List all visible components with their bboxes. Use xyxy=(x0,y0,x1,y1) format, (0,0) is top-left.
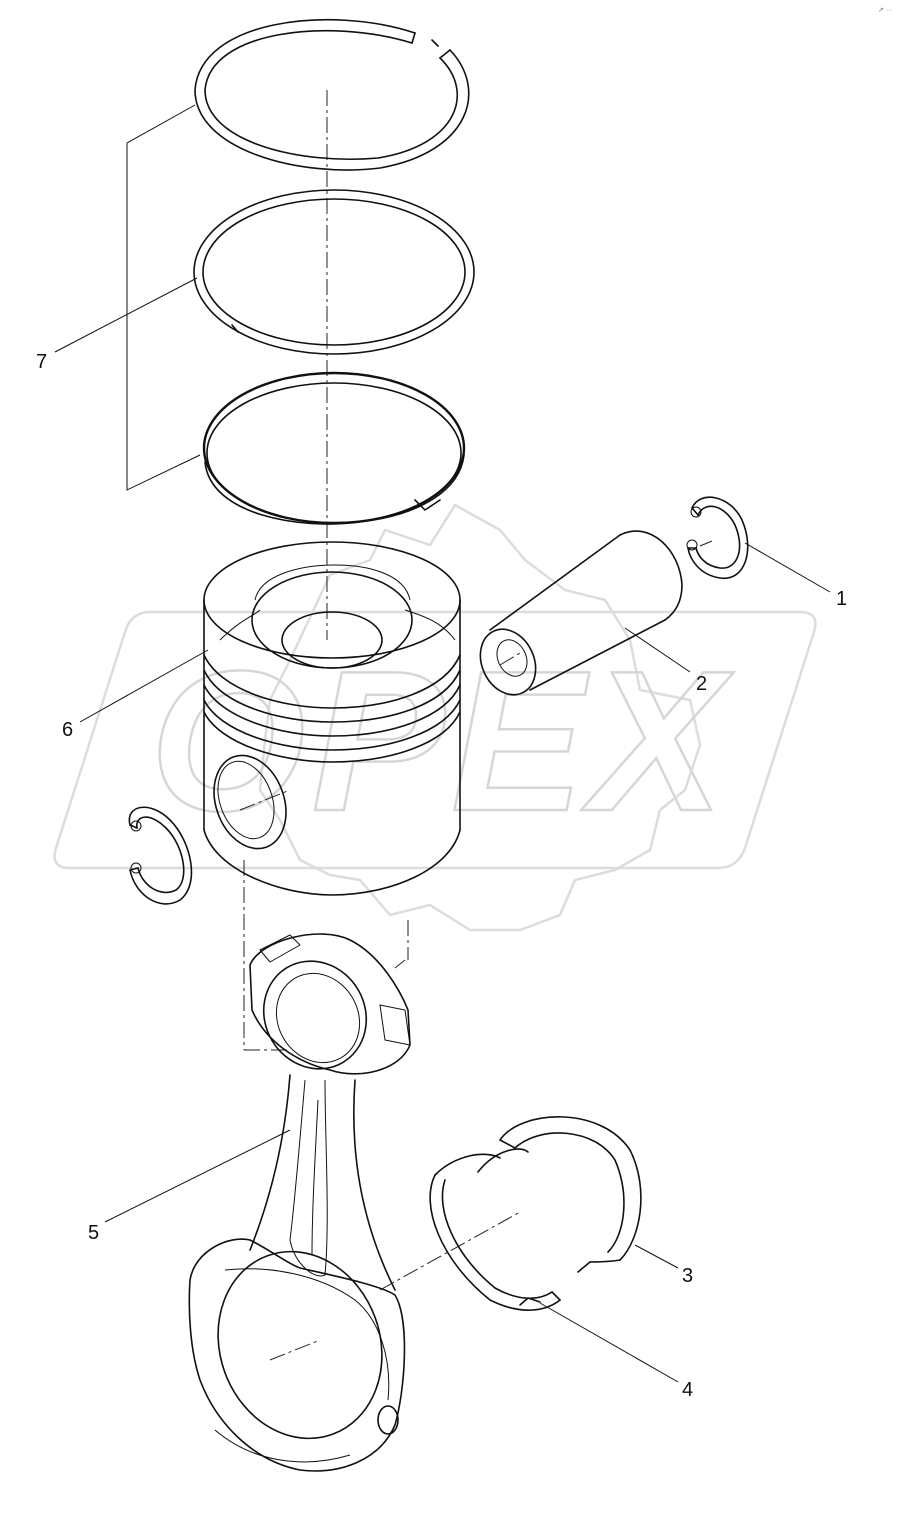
callout-6: 6 xyxy=(62,719,73,741)
bearing-shell-upper xyxy=(477,1116,642,1273)
bearing-shell-lower xyxy=(429,1153,561,1311)
callout-5: 5 xyxy=(88,1222,99,1244)
callout-labels: 1 2 3 4 5 6 7 xyxy=(36,351,847,1401)
piston-ring-top xyxy=(194,18,470,171)
circlip-right xyxy=(686,496,749,579)
piston-ring-middle xyxy=(193,189,475,355)
watermark-badge xyxy=(53,610,817,870)
piston-ring-oil xyxy=(202,371,466,525)
circlip-left xyxy=(128,806,193,905)
callout-1: 1 xyxy=(836,588,847,610)
corner-mark: ↗ ··· xyxy=(878,7,893,14)
callout-3: 3 xyxy=(682,1265,693,1287)
piston xyxy=(203,541,461,896)
watermark: OPEX xyxy=(53,503,817,932)
center-axis-lines xyxy=(239,90,713,1361)
callout-7: 7 xyxy=(36,351,47,373)
connecting-rod xyxy=(188,933,411,1472)
callout-2: 2 xyxy=(696,673,707,695)
callout-4: 4 xyxy=(682,1379,693,1401)
leader-lines xyxy=(79,542,831,1383)
piston-pin xyxy=(479,530,683,696)
callout-7-bracket xyxy=(54,104,201,491)
watermark-text: OPEX xyxy=(150,630,734,853)
